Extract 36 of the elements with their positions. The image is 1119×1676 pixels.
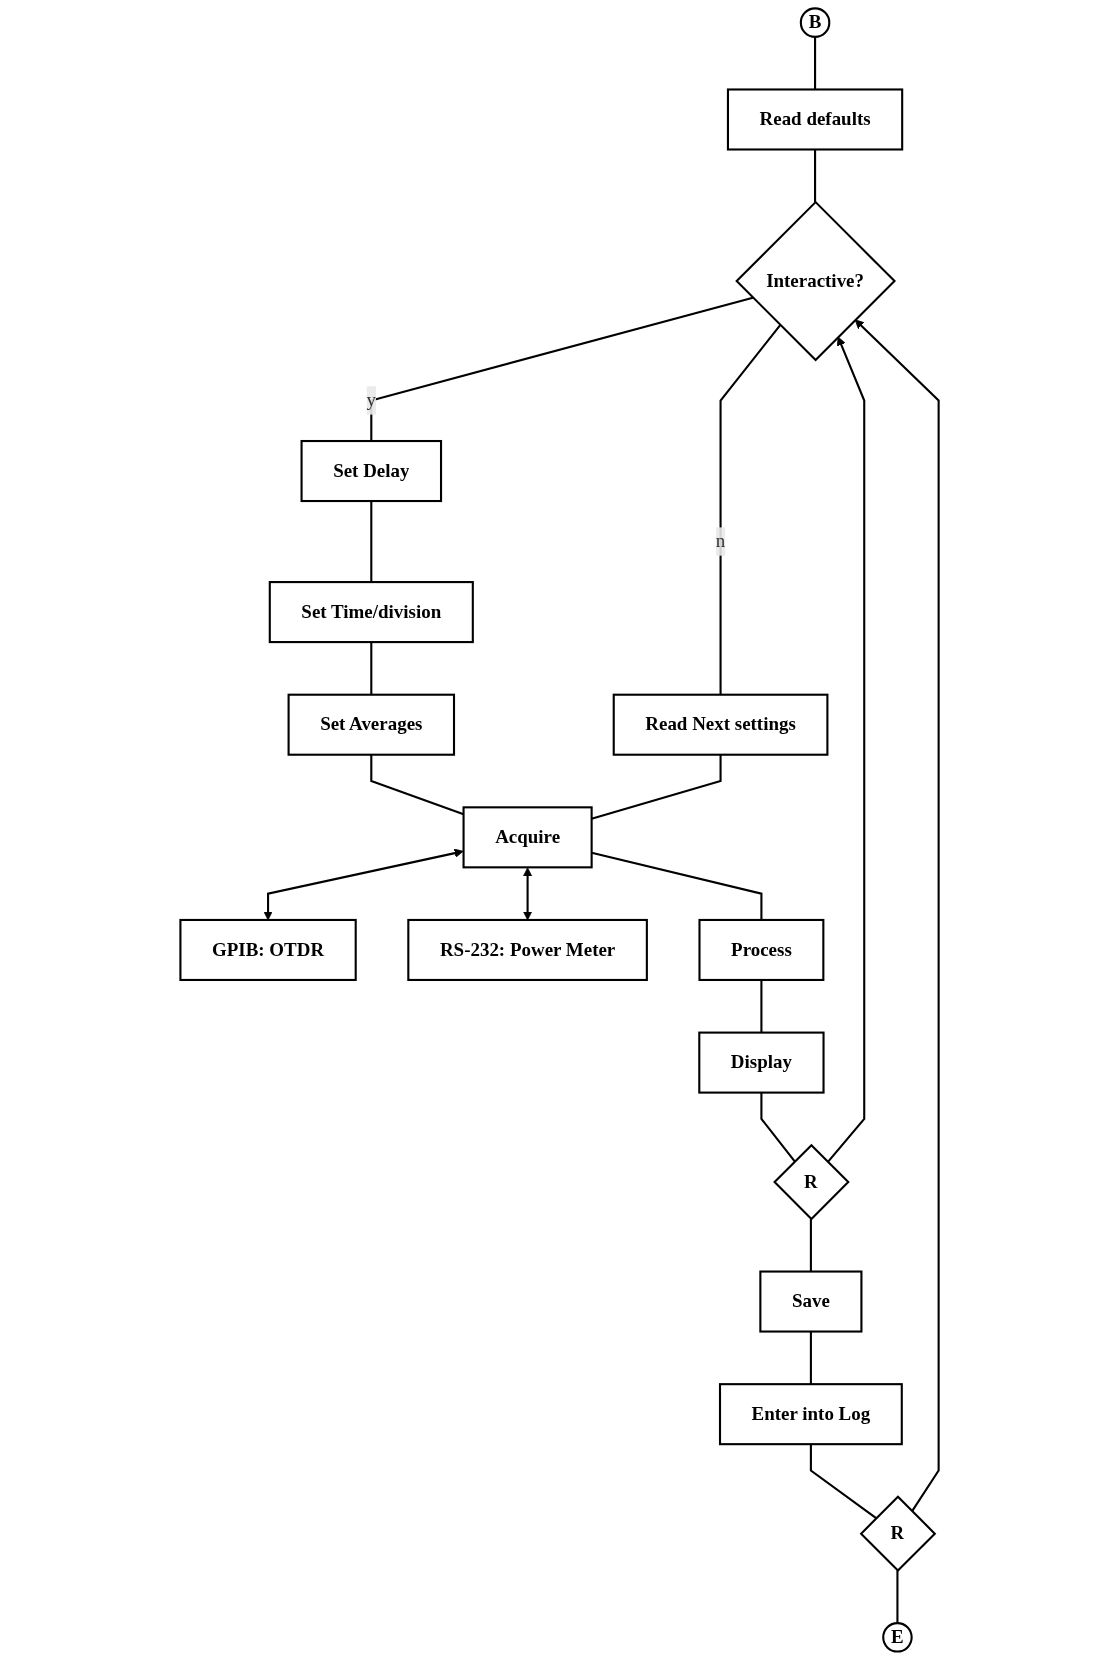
connector: [370, 642, 373, 695]
node-circle: E: [882, 1622, 913, 1653]
connector: [760, 979, 763, 1033]
node-diamond: R: [859, 1495, 937, 1572]
connector: [591, 851, 763, 920]
arrow: [826, 336, 866, 1163]
connector: [760, 1092, 796, 1163]
connector: [719, 324, 781, 695]
node-box: Enter into Log: [718, 1383, 903, 1446]
edge-label: n: [715, 530, 726, 552]
connector: [814, 149, 817, 203]
arrow: [854, 319, 940, 1512]
node-box: Set Averages: [287, 693, 456, 756]
node-diamond: Interactive?: [735, 200, 896, 362]
edge-label: y: [366, 389, 376, 411]
node-box: RS-232: Power Meter: [407, 918, 648, 982]
connector: [809, 1331, 812, 1385]
node-diamond: R: [773, 1143, 850, 1221]
connector: [809, 1444, 877, 1519]
node-box: Set Delay: [300, 439, 443, 503]
node-box: Read Next settings: [612, 693, 829, 756]
node-box: Set Time/division: [268, 581, 474, 644]
connector: [896, 1570, 899, 1624]
node-box: Process: [698, 918, 825, 982]
node-box: GPIB: OTDR: [179, 918, 357, 982]
connector: [370, 501, 373, 583]
node-box: Read defaults: [726, 88, 904, 151]
connector: [370, 754, 464, 816]
node-box: Display: [698, 1031, 825, 1094]
node-box: Acquire: [462, 806, 593, 869]
node-box: Save: [759, 1270, 863, 1333]
connector: [370, 296, 754, 442]
connector: [814, 36, 817, 90]
connector: [591, 754, 722, 820]
connector: [809, 1218, 812, 1272]
node-circle: B: [799, 7, 831, 38]
